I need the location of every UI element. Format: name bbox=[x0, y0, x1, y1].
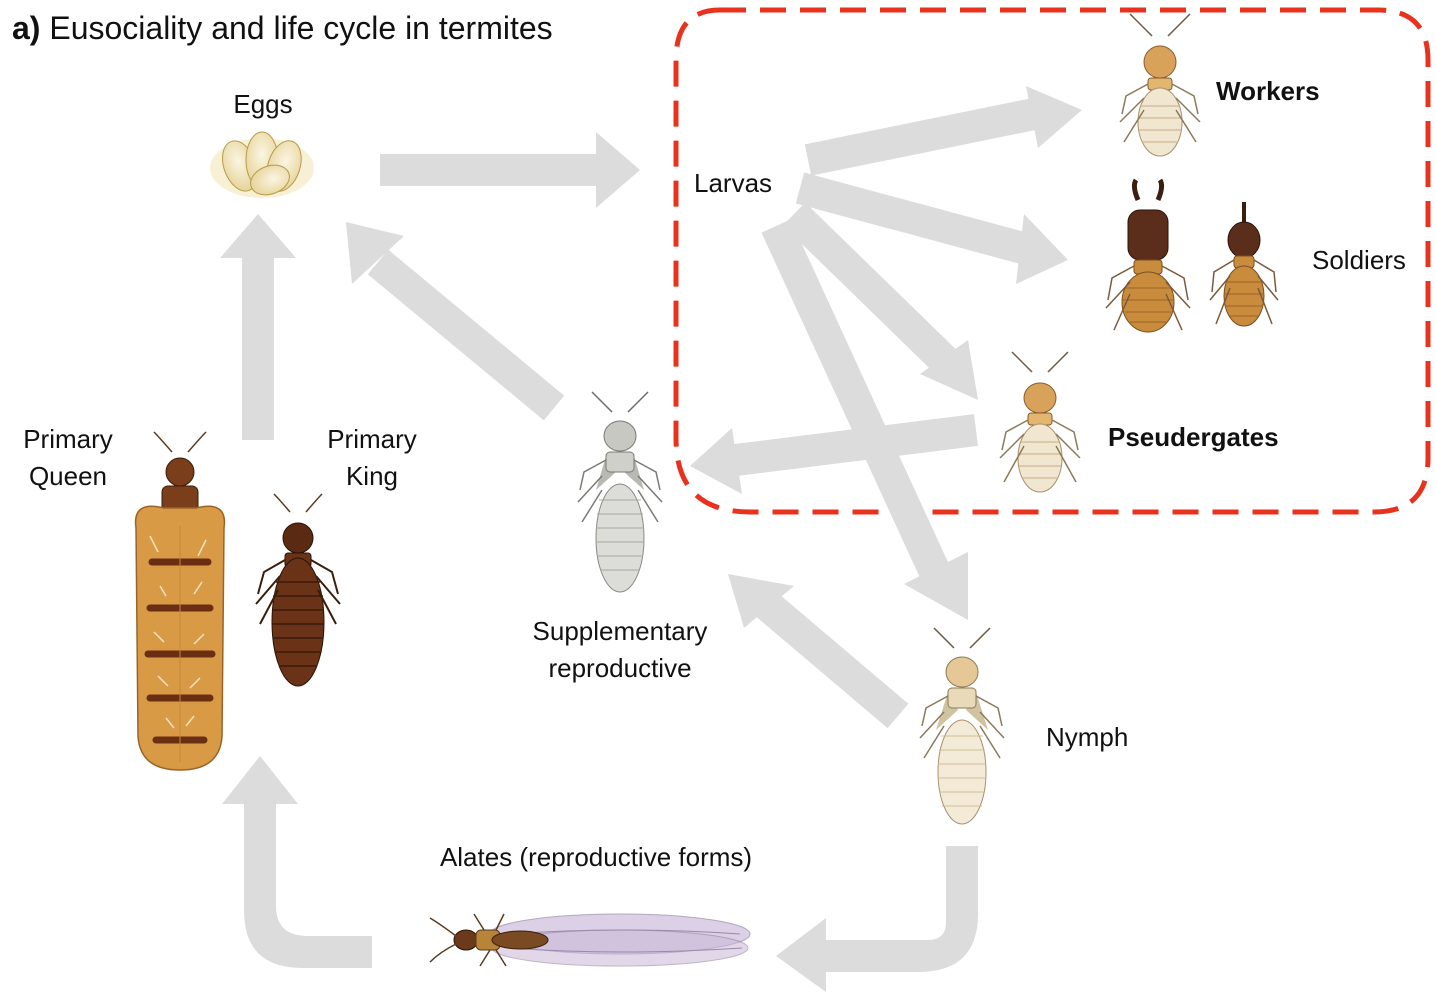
arrow-alates-to-primary bbox=[222, 756, 372, 968]
arrow-supplementary-to-eggs bbox=[378, 262, 554, 408]
label-supplementary-line2: reproductive bbox=[548, 653, 691, 683]
worker-termite-illustration bbox=[1120, 14, 1200, 156]
label-soldiers: Soldiers bbox=[1312, 245, 1406, 275]
nymph-termite-illustration bbox=[920, 628, 1004, 824]
label-larvas: Larvas bbox=[694, 168, 772, 198]
label-primary-queen-line2: Queen bbox=[29, 461, 107, 491]
soldier-termite-small-illustration bbox=[1210, 202, 1278, 326]
arrow-pseudergates-to-supplementary bbox=[736, 430, 976, 460]
arrow-larvas-to-workers bbox=[808, 114, 1034, 160]
figure-title: a) Eusociality and life cycle in termite… bbox=[12, 8, 553, 48]
label-pseudergates: Pseudergates bbox=[1108, 422, 1279, 452]
alate-termite-illustration bbox=[430, 914, 750, 966]
figure-panel-letter: a) bbox=[12, 10, 40, 46]
label-nymph: Nymph bbox=[1046, 722, 1128, 752]
arrow-primary-to-eggs bbox=[220, 214, 296, 440]
label-supplementary-line1: Supplementary bbox=[533, 616, 708, 646]
label-primary-king-line1: Primary bbox=[327, 424, 417, 454]
label-primary-queen-line1: Primary bbox=[23, 424, 113, 454]
arrow-nymph-to-alates bbox=[776, 846, 978, 992]
label-primary-king-line2: King bbox=[346, 461, 398, 491]
soldier-termite-large-illustration bbox=[1106, 180, 1190, 332]
label-workers: Workers bbox=[1216, 76, 1320, 106]
pseudergate-termite-illustration bbox=[1000, 352, 1080, 492]
primary-queen-illustration bbox=[136, 432, 225, 770]
arrow-eggs-to-larvas bbox=[380, 132, 640, 208]
arrow-nymph-to-supplementary bbox=[766, 604, 898, 716]
primary-king-illustration bbox=[256, 494, 340, 686]
label-alates: Alates (reproductive forms) bbox=[440, 842, 752, 872]
label-eggs: Eggs bbox=[233, 89, 292, 119]
eggs-illustration bbox=[210, 132, 314, 200]
supplementary-reproductive-illustration bbox=[578, 392, 662, 592]
figure-title-text: Eusociality and life cycle in termites bbox=[49, 10, 552, 46]
